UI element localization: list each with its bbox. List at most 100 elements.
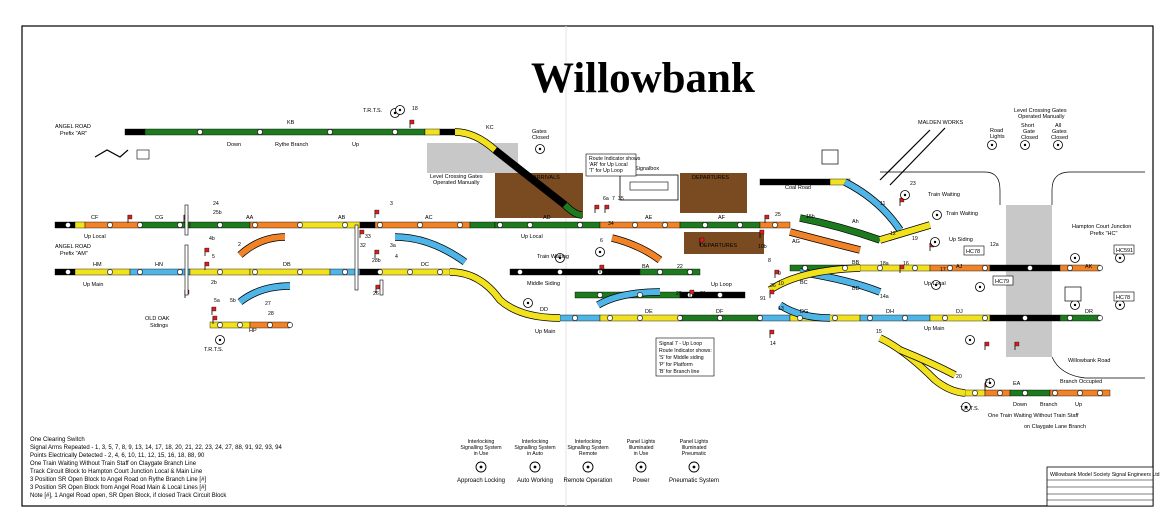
panel-switch-power[interactable]: Panel Lights Illuminated in Use Power — [627, 439, 656, 484]
track-curve — [454, 129, 498, 153]
track-circuit-icon — [607, 315, 613, 321]
panel-switch-pneumatic-system[interactable]: Panel Lights Illuminated Pneumatic Pneum… — [669, 439, 719, 484]
track-circuit-icon — [327, 129, 333, 135]
panel-switch-auto-working[interactable]: Interlocking Signalling System in Auto A… — [514, 439, 555, 484]
signal-arm-icon[interactable] — [127, 214, 133, 220]
signal-number: 31 — [700, 291, 706, 297]
level-crossing-area-right — [1006, 205, 1052, 357]
signal-arm-icon[interactable] — [699, 237, 705, 243]
legend-line: 3 Position SR Open Block to Angel Road o… — [30, 477, 206, 483]
track-label-kb: KB — [287, 120, 295, 126]
track-label-dj: DJ — [956, 309, 963, 315]
panel-switch-remote-operation[interactable]: Interlocking Signalling System Remote Re… — [563, 439, 612, 484]
lever-button-center-icon — [558, 256, 562, 260]
signal-arm-icon[interactable] — [599, 264, 605, 270]
track-circuit-icon — [877, 265, 883, 271]
signal-arm-icon[interactable] — [689, 289, 695, 295]
track-label-af: AF — [718, 215, 726, 221]
route-indicator-info-frame — [585, 153, 637, 177]
line-label-up-local-mid: Up Local — [521, 234, 543, 240]
track-label-bc: BC — [800, 280, 808, 286]
track-label-dd: DD — [540, 307, 548, 313]
signal-arm-icon[interactable] — [899, 264, 905, 270]
signal-arm-icon[interactable] — [409, 119, 415, 125]
legend-line: One Train Waiting Without Train Staff on… — [30, 461, 197, 467]
track-label-df: DF — [716, 309, 724, 315]
signal-number: 21 — [985, 379, 991, 385]
signal-arm-icon[interactable] — [604, 204, 610, 210]
legend-line: 3 Position SR Open Block from Angel Road… — [30, 485, 206, 491]
track-circuit-icon — [637, 292, 643, 298]
signal-arm-icon[interactable] — [211, 306, 217, 312]
signal-arm-icon[interactable] — [374, 209, 380, 215]
signal-arm-icon[interactable] — [212, 315, 218, 321]
track-curve — [238, 283, 291, 305]
route-indicator-info-line-3: 'T' for Up Loop — [589, 168, 623, 174]
route-ind-2: HC78 — [966, 249, 980, 255]
road-outline-upper — [880, 171, 1001, 205]
track-label-ah: Ah — [852, 219, 859, 225]
track-circuit-icon — [637, 315, 643, 321]
signal-number: 15b — [806, 214, 815, 220]
track-curve — [611, 235, 662, 263]
buffer-post — [354, 224, 359, 291]
signal-number: 3 — [390, 201, 393, 207]
all-gates-2: Gates — [1052, 129, 1067, 135]
track-circuit-icon — [972, 390, 978, 396]
track-label-hn: HN — [155, 262, 163, 268]
gates-closed-2: Closed — [532, 135, 549, 141]
track-circuit-icon — [417, 222, 423, 228]
track-segment — [299, 221, 361, 229]
lever-button-center-icon — [526, 301, 530, 305]
track-circuit-icon — [217, 322, 223, 328]
lever-button-center-icon — [1023, 143, 1027, 147]
place-willowbank-road: Willowbank Road — [1068, 358, 1111, 364]
lever-button-center-icon — [935, 213, 939, 217]
place-angel-road-am-2: Prefix "AM" — [60, 251, 88, 257]
track-circuit-icon — [1022, 390, 1028, 396]
track-circuit-icon — [832, 315, 838, 321]
track-segment — [439, 128, 456, 136]
signal-arm-icon[interactable] — [359, 229, 365, 235]
signal-arm-icon[interactable] — [769, 289, 775, 295]
lever-button-center-icon — [1118, 256, 1122, 260]
panel-switch-approach-locking[interactable]: Interlocking Signalling System in Use Ap… — [457, 439, 505, 484]
track-segment — [54, 268, 76, 276]
signal-number: 16 — [903, 261, 909, 267]
track-circuit-icon — [287, 322, 293, 328]
route-indicator-info-line-2: 'AR' for Up Local — [589, 162, 628, 168]
line-label-up-main-mid: Up Main — [535, 329, 555, 335]
level-crossing-right-1: Level Crossing Gates — [1014, 108, 1067, 114]
signal-number: 14a — [880, 294, 889, 300]
signal-arm-icon[interactable] — [984, 341, 990, 347]
signal-arm-icon[interactable] — [594, 204, 600, 210]
signal-number: 18 — [412, 106, 418, 112]
track-circuit-icon — [65, 269, 71, 275]
panel-switch-caption: Interlocking — [522, 439, 549, 445]
track-segment — [679, 291, 746, 299]
panel-switch-caption: Remote — [579, 451, 597, 457]
signal-arm-icon[interactable] — [374, 249, 380, 255]
signal-arm-icon[interactable] — [375, 284, 381, 290]
signal-arm-icon[interactable] — [759, 229, 765, 235]
track-segment — [74, 268, 131, 276]
track-curve — [843, 179, 903, 232]
signal-arm-icon[interactable] — [774, 269, 780, 275]
signal-arm-icon[interactable] — [769, 329, 775, 335]
panel-switch-caption: Signalling System — [460, 445, 501, 451]
signal-layer — [94, 105, 1125, 412]
signal-arm-icon[interactable] — [1014, 341, 1020, 347]
signal-arm-icon[interactable] — [204, 261, 210, 267]
track-label-dr: DR — [1085, 309, 1093, 315]
signal-arm-icon[interactable] — [204, 247, 210, 253]
track-label-aa: AA — [246, 215, 254, 221]
track-circuit-icon — [342, 269, 348, 275]
signal-number: 29 — [676, 291, 682, 297]
track-label-dc: DC — [421, 262, 429, 268]
line-label-up-main-right: Up Main — [924, 326, 944, 332]
track-curve — [878, 335, 966, 396]
signal-arm-icon[interactable] — [764, 214, 770, 220]
train-waiting-3: Train Waiting — [537, 254, 569, 260]
track-circuit-icon — [437, 269, 443, 275]
train-waiting-1: Train Waiting — [928, 192, 960, 198]
